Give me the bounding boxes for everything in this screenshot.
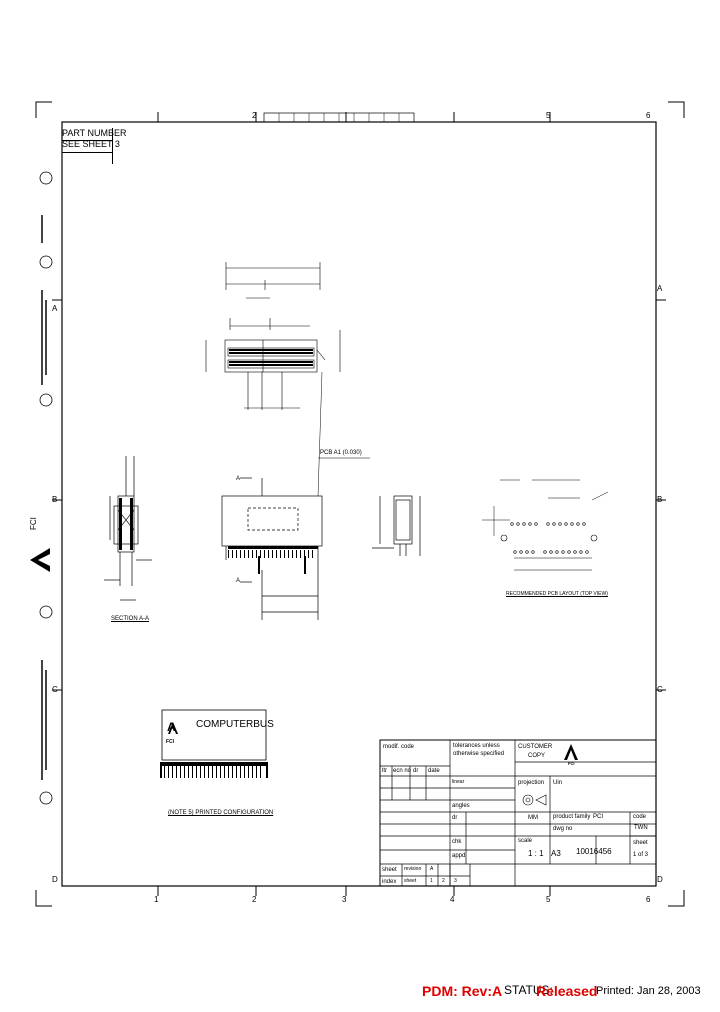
tb-copy: COPY <box>528 753 546 759</box>
svg-text:FCI: FCI <box>29 517 38 530</box>
tb-otherwise: otherwise specified <box>453 751 505 757</box>
row-marker-a-right: A <box>657 284 663 293</box>
col-marker-2-top: 2 <box>252 111 257 120</box>
tb-dwg-no-label: dwg no <box>553 826 573 832</box>
part-number-box: PART NUMBER SEE SHEET 3 <box>62 128 127 150</box>
tb-code-val: TWN <box>634 825 648 831</box>
tb-product-family: product family <box>553 814 591 820</box>
tb-product-family-val: PCI <box>593 814 604 820</box>
row-marker-c-right: C <box>657 685 663 694</box>
tb-appd: appd <box>452 853 466 859</box>
tb-sheet-sub: sheet <box>404 878 417 884</box>
tb-dwg-no: 10016456 <box>576 847 612 856</box>
col-marker-6-top: 6 <box>646 111 651 120</box>
part-number-see: SEE SHEET 3 <box>62 138 120 149</box>
tb-size: A3 <box>551 849 561 858</box>
tb-projection: projection <box>518 780 545 786</box>
col-marker-3-bottom: 3 <box>342 895 347 904</box>
section-marker-top: A <box>236 476 241 482</box>
tb-rev-a: A <box>430 866 434 872</box>
pcb-layout-view <box>482 479 609 571</box>
tb-idx-3: 3 <box>454 878 457 884</box>
row-marker-d-left: D <box>52 875 58 884</box>
col-marker-5-bottom: 5 <box>546 895 551 904</box>
tb-dr-row: dr <box>452 815 458 821</box>
fci-logo-icon <box>564 744 578 760</box>
tb-tolerances: tolerances unless <box>453 743 500 749</box>
row-marker-d-right: D <box>657 875 663 884</box>
marking-logo-sub: FCI <box>166 739 175 745</box>
pcb-callout: PCB A1 (0.030) <box>320 450 362 456</box>
title-block-grid <box>379 739 657 887</box>
tb-chk: chk <box>452 839 462 845</box>
top-view-pins <box>229 349 313 366</box>
section-label: SECTION A-A <box>111 616 150 622</box>
footer-status-value: Released <box>536 983 598 999</box>
row-marker-a-left: A <box>52 304 58 313</box>
tb-scale-val: 1 : 1 <box>528 849 544 858</box>
tb-mm: MM <box>528 815 538 821</box>
top-view <box>205 262 341 410</box>
marking-logo-icon <box>168 722 178 734</box>
tb-fci: FCI <box>568 761 575 766</box>
tb-scale: scale <box>518 838 533 844</box>
col-marker-6-bottom: 6 <box>646 895 651 904</box>
footer-pdm: PDM: Rev:A <box>422 983 503 999</box>
pcb-layout-label: RECOMMENDED PCB LAYOUT (TOP VIEW) <box>506 591 608 597</box>
tb-code: code <box>633 814 647 820</box>
projection-icon <box>522 794 547 806</box>
footer-printed: Printed: Jan 28, 2003 <box>596 985 701 997</box>
front-view-pins <box>228 546 318 574</box>
marking-brand: COMPUTERBUS <box>196 719 274 730</box>
tb-projection-val: Uin <box>553 780 563 786</box>
marking-box <box>161 709 267 761</box>
printed-config-label: (NOTE 5) PRINTED CONFIGURATION <box>168 810 274 816</box>
tb-idx-1: 1 <box>430 878 433 884</box>
tb-customer: CUSTOMER <box>518 744 553 750</box>
tb-ecn: ecn no <box>393 768 412 774</box>
tb-idx-2: 2 <box>442 878 445 884</box>
tb-sheet-label: sheet <box>382 867 397 873</box>
row-marker-b-right: B <box>657 495 663 504</box>
tb-ltr: ltr <box>382 768 387 774</box>
tb-angles: angles <box>452 803 470 809</box>
col-marker-5-top: 5 <box>546 111 551 120</box>
col-marker-1-bottom: 1 <box>154 895 159 904</box>
tb-dr-header: dr <box>413 768 419 774</box>
col-marker-4-bottom: 4 <box>450 895 455 904</box>
section-view <box>104 456 152 601</box>
tb-date: date <box>428 768 440 774</box>
side-view <box>372 495 421 556</box>
tb-modif-code: modif. code <box>383 744 415 750</box>
col-marker-2-bottom: 2 <box>252 895 257 904</box>
section-marker-bottom: A <box>236 578 241 584</box>
tb-sheet: sheet <box>633 840 648 846</box>
part-number-label: PART NUMBER <box>62 128 127 138</box>
row-marker-b-left: B <box>52 495 58 504</box>
footer-status-label: STATUS: <box>504 983 553 997</box>
marking-logo-text: A <box>167 720 176 734</box>
row-marker-c-left: C <box>52 685 58 694</box>
tb-index: index <box>382 879 397 885</box>
fci-side-logo-icon: FCI <box>29 517 50 572</box>
tb-sheet-val: 1 of 3 <box>633 852 649 858</box>
tb-linear: linear <box>452 779 465 785</box>
tb-revision: revision <box>404 866 422 872</box>
